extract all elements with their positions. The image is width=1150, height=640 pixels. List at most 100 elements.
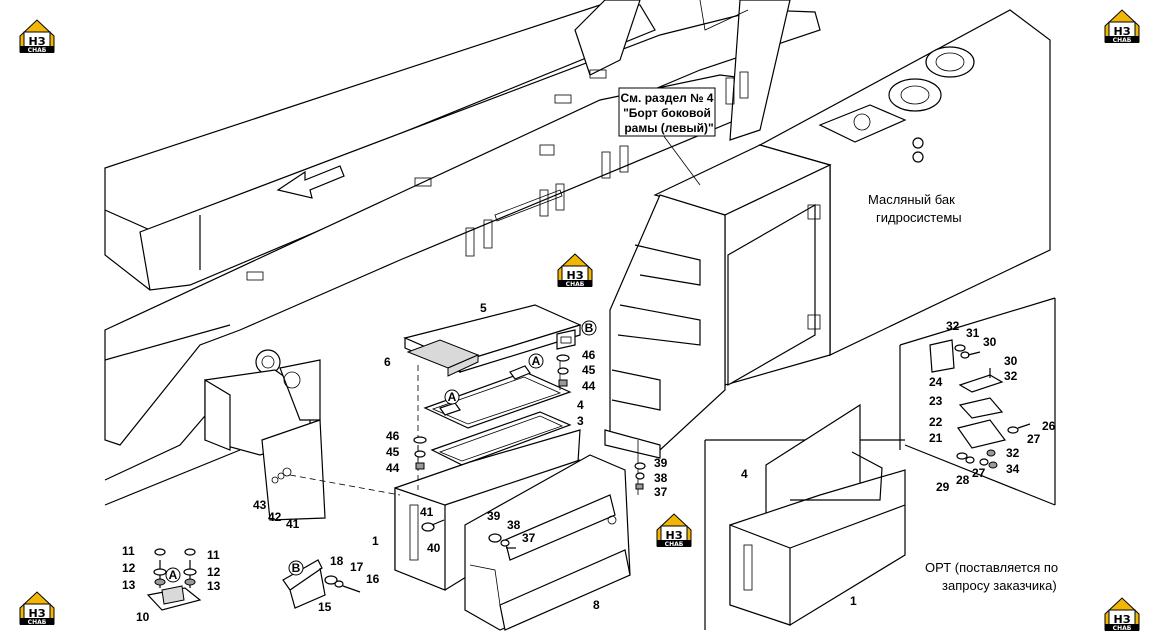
fasteners-44-46 bbox=[413, 354, 646, 490]
gasket-4 bbox=[423, 371, 572, 429]
label-43: 43 bbox=[253, 498, 267, 512]
logo-center: НЗ СНАБ bbox=[557, 253, 593, 288]
oil-tank-line1: Масляный бак bbox=[868, 192, 955, 207]
logo-sub: СНАБ bbox=[566, 281, 585, 288]
label-3: 3 bbox=[577, 414, 584, 428]
label-1: 1 bbox=[850, 594, 857, 608]
fasteners-37-40 bbox=[421, 519, 516, 549]
label-11: 11 bbox=[122, 544, 135, 558]
latch-b bbox=[556, 329, 576, 350]
label-1: 1 bbox=[372, 534, 379, 548]
hydraulic-oil-tank bbox=[653, 9, 1051, 387]
label-29: 29 bbox=[936, 480, 950, 494]
label-21: 21 bbox=[929, 431, 943, 445]
label-4: 4 bbox=[577, 398, 584, 412]
label-38: 38 bbox=[654, 471, 668, 485]
logo-middle-lower: НЗ СНАБ bbox=[656, 513, 692, 548]
label-44: 44 bbox=[582, 379, 596, 393]
logo-top-left: НЗ СНАБ bbox=[18, 18, 56, 54]
rail-brackets bbox=[246, 69, 749, 281]
label-45: 45 bbox=[386, 445, 400, 459]
label-8: 8 bbox=[593, 598, 600, 612]
handle-detail-15 bbox=[282, 559, 361, 609]
logo-sub: СНАБ bbox=[1113, 37, 1132, 44]
label-30: 30 bbox=[1004, 354, 1018, 368]
label-15: 15 bbox=[318, 600, 332, 614]
label-12: 12 bbox=[122, 561, 136, 575]
logo-sub: СНАБ bbox=[28, 47, 47, 54]
label-41: 41 bbox=[286, 517, 300, 531]
hinge-detail-10 bbox=[146, 548, 202, 611]
label-18: 18 bbox=[330, 554, 344, 568]
label-32: 32 bbox=[946, 319, 960, 333]
label-11: 11 bbox=[207, 548, 220, 562]
label-38: 38 bbox=[507, 518, 521, 532]
marker-b: B bbox=[585, 321, 594, 335]
label-39: 39 bbox=[487, 509, 501, 523]
label-6: 6 bbox=[384, 355, 391, 369]
optional-box-1 bbox=[729, 403, 906, 626]
letter-markers: B A A A B bbox=[165, 320, 597, 583]
label-37: 37 bbox=[654, 485, 668, 499]
direction-arrow-icon bbox=[276, 165, 345, 199]
label-46: 46 bbox=[582, 348, 596, 362]
logo-mark: НЗ bbox=[566, 269, 583, 282]
label-41: 41 bbox=[420, 505, 434, 519]
label-5: 5 bbox=[480, 301, 487, 315]
label-22: 22 bbox=[929, 415, 943, 429]
logo-sub: СНАБ bbox=[28, 619, 47, 626]
label-44: 44 bbox=[386, 461, 400, 475]
label-30: 30 bbox=[983, 335, 997, 349]
label-45: 45 bbox=[582, 363, 596, 377]
option-line2: запросу заказчика) bbox=[942, 578, 1057, 593]
label-10: 10 bbox=[136, 610, 150, 624]
label-16: 16 bbox=[366, 572, 380, 586]
label-31: 31 bbox=[966, 326, 980, 340]
option-caption: ОРТ (поставляется по запросу заказчика) bbox=[925, 560, 1058, 593]
marker-a: A bbox=[169, 568, 178, 582]
label-17: 17 bbox=[350, 560, 364, 574]
logo-mark: НЗ bbox=[28, 607, 45, 620]
label-39: 39 bbox=[654, 456, 668, 470]
marker-a: A bbox=[532, 354, 541, 368]
label-4: 4 bbox=[741, 467, 748, 481]
toolbox-lid-5 bbox=[403, 304, 582, 373]
logo-mark: НЗ bbox=[1113, 25, 1130, 38]
logo-mark: НЗ bbox=[1113, 613, 1130, 626]
callout-line3: рамы (левый)" bbox=[624, 121, 713, 135]
label-27: 27 bbox=[972, 466, 986, 480]
label-32: 32 bbox=[1006, 446, 1020, 460]
label-26: 26 bbox=[1042, 419, 1056, 433]
marker-b: B bbox=[292, 561, 301, 575]
logo-mark: НЗ bbox=[28, 35, 45, 48]
callout-line2: "Борт боковой bbox=[623, 106, 711, 120]
oil-tank-caption: Масляный бак гидросистемы bbox=[868, 192, 962, 225]
logo-bottom-left: НЗ СНАБ bbox=[19, 591, 55, 626]
option-line1: ОРТ (поставляется по bbox=[925, 560, 1058, 575]
rubber-pad-6 bbox=[406, 339, 480, 377]
label-46: 46 bbox=[386, 429, 400, 443]
callout-line1: См. раздел № 4 bbox=[621, 91, 714, 105]
label-28: 28 bbox=[956, 473, 970, 487]
logo-bottom-right: НЗ СНАБ bbox=[1104, 597, 1140, 632]
optional-frame-border bbox=[704, 297, 1056, 630]
logo-mark: НЗ bbox=[665, 529, 682, 542]
hinge-bracket-a bbox=[439, 365, 531, 416]
toolbox-body-1 bbox=[394, 429, 581, 591]
oil-tank-line2: гидросистемы bbox=[876, 210, 962, 225]
step-assembly-8 bbox=[464, 454, 631, 631]
label-13: 13 bbox=[122, 578, 136, 592]
logo-top-right: НЗ СНАБ bbox=[1104, 9, 1140, 44]
label-23: 23 bbox=[929, 394, 943, 408]
optional-hinge-parts bbox=[929, 339, 1031, 469]
label-32: 32 bbox=[1004, 369, 1018, 383]
label-13: 13 bbox=[207, 579, 221, 593]
label-27: 27 bbox=[1027, 432, 1041, 446]
marker-a: A bbox=[448, 390, 457, 404]
part-labels: 5 6 46 45 44 4 3 46 45 44 39 38 37 43 42… bbox=[122, 301, 1056, 624]
label-12: 12 bbox=[207, 565, 221, 579]
label-37: 37 bbox=[522, 531, 536, 545]
section-reference-callout: См. раздел № 4 "Борт боковой рамы (левый… bbox=[618, 87, 716, 137]
logo-sub: СНАБ bbox=[1113, 625, 1132, 632]
